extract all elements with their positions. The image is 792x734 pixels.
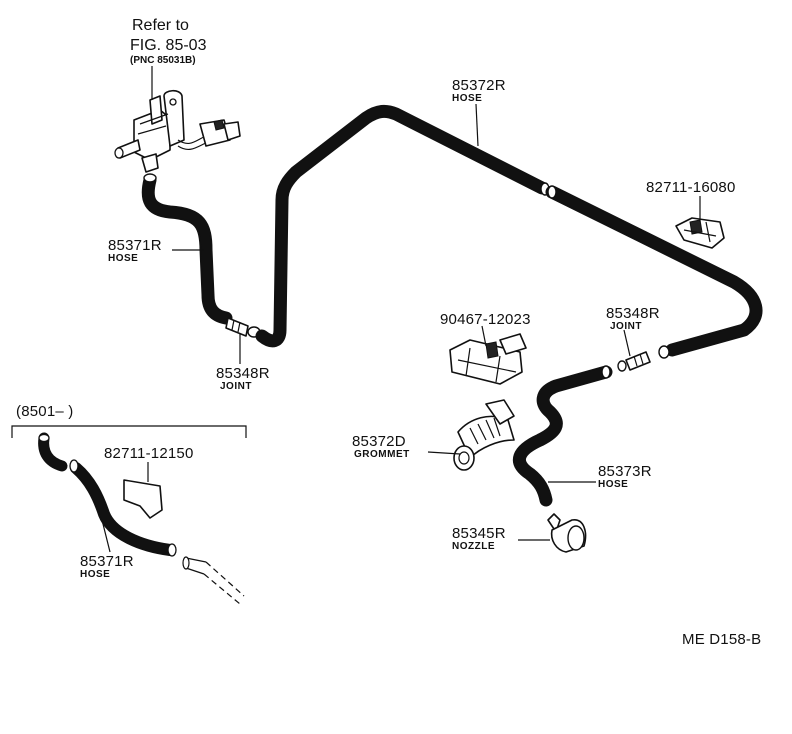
vacuum-valve-assembly [114, 89, 241, 173]
clip-90467-12023 [449, 333, 527, 385]
label-85372D-name: GROMMET [354, 449, 410, 460]
hose-85372R [255, 104, 763, 359]
label-85371R-pn: 85371R [108, 237, 162, 254]
label-85348R-right-name: JOINT [610, 321, 642, 332]
label-85373R-name: HOSE [598, 479, 629, 490]
reference-line3: (PNC 85031B) [130, 55, 196, 66]
hose-85371R [141, 173, 233, 325]
label-85372R-pn: 85372R [452, 77, 506, 94]
label-85345R-pn: 85345R [452, 525, 506, 542]
label-85372D-pn: 85372D [352, 433, 406, 450]
inset-header: (8501– ) [16, 403, 74, 420]
joint-85348R-left [225, 317, 261, 338]
inset-label-85371R-name: HOSE [80, 569, 111, 580]
label-85348R-left-name: JOINT [220, 381, 252, 392]
reference-line1: Refer to [132, 17, 189, 34]
joint-85348R-right [617, 351, 651, 372]
inset-label-85371R-pn: 85371R [80, 553, 134, 570]
label-85373R-pn: 85373R [598, 463, 652, 480]
label-85345R-name: NOZZLE [452, 541, 495, 552]
label-82711-12150-pn: 82711-12150 [104, 445, 194, 462]
label-85348R-right-pn: 85348R [606, 305, 660, 322]
reference-line2: FIG. 85-03 [130, 37, 207, 54]
grommet-85372D [453, 399, 515, 471]
leader-lines [151, 66, 701, 541]
nozzle-85345R [547, 513, 587, 553]
label-82711-16080-pn: 82711-16080 [646, 179, 736, 196]
label-85372R-name: HOSE [452, 93, 483, 104]
inset-8501 [11, 425, 247, 605]
label-90467-12023-pn: 90467-12023 [440, 311, 531, 328]
label-85348R-left-pn: 85348R [216, 365, 270, 382]
label-85371R-name: HOSE [108, 253, 139, 264]
hose-85373R [513, 365, 613, 507]
diagram-code: ME D158-B [682, 631, 762, 648]
clamp-82711-16080 [675, 217, 725, 249]
